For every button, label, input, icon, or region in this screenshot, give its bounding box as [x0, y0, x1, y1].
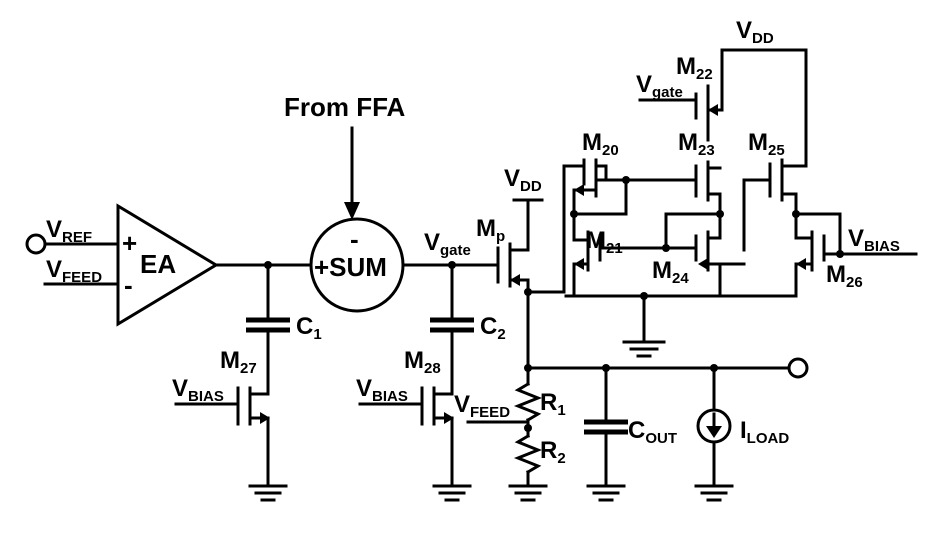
- vref-label: VREF: [46, 216, 92, 246]
- m26-label: M26: [826, 261, 863, 291]
- ea-label: EA: [140, 249, 176, 279]
- ground-m28: [432, 484, 472, 502]
- capacitor-c2: [430, 263, 474, 352]
- ground-r2: [508, 484, 548, 502]
- transistor-m28: [358, 348, 454, 487]
- transistor-m23: [694, 160, 722, 216]
- m25-label: M25: [748, 129, 785, 159]
- m23-label: M23: [678, 129, 715, 159]
- output-terminal: [787, 357, 809, 379]
- transistor-m22: [638, 84, 724, 142]
- c2-label: C2: [480, 313, 506, 343]
- vfeed-node-label: VFEED: [454, 391, 510, 421]
- c1-label: C1: [296, 313, 322, 343]
- mp-label: Mp: [476, 215, 505, 245]
- ea-plus-sign: +: [122, 228, 137, 258]
- vfeed-input-label: VFEED: [46, 256, 102, 286]
- cout-label: COUT: [628, 417, 677, 447]
- vref-input-terminal: [25, 233, 120, 255]
- m22-label: M22: [676, 53, 713, 83]
- transistor-m26: [792, 210, 918, 298]
- ground-iload: [694, 484, 734, 502]
- vgate-label: Vgate: [424, 229, 471, 259]
- ea-minus-sign: -: [124, 270, 133, 300]
- current-source-iload: [696, 366, 732, 487]
- vdd-top-label: VDD: [736, 17, 774, 47]
- transistor-m24: [664, 210, 724, 298]
- ground-m27: [248, 484, 288, 502]
- m24-label: M24: [652, 257, 689, 287]
- sum-label: +SUM: [314, 252, 387, 282]
- resistor-r2: [513, 426, 543, 487]
- m27-label: M27: [220, 347, 257, 377]
- ground-cout: [586, 484, 626, 502]
- resistor-r1: [513, 366, 543, 430]
- ground-bias: [622, 340, 666, 358]
- transistor-mp: [496, 198, 544, 370]
- vgate-m22-label: Vgate: [636, 71, 683, 101]
- r1-label: R1: [540, 389, 566, 419]
- ffa-arrow: [344, 202, 360, 220]
- m20-label: M20: [582, 129, 619, 159]
- transistor-m25: [742, 158, 808, 216]
- m28-label: M28: [404, 347, 441, 377]
- capacitor-cout: [584, 366, 628, 487]
- transistor-m21: [570, 210, 668, 298]
- iload-label: ILOAD: [740, 417, 789, 447]
- vbias-m26-label: VBIAS: [848, 225, 900, 255]
- vbias-m28-label: VBIAS: [356, 375, 408, 405]
- error-amplifier: [116, 203, 219, 327]
- vdd-mp-label: VDD: [504, 165, 542, 195]
- m21-label: M21: [586, 227, 623, 257]
- transistor-m27: [174, 348, 270, 487]
- transistor-m20: [572, 158, 608, 216]
- from-ffa-label: From FFA: [284, 92, 406, 122]
- sum-minus-sign: -: [350, 224, 359, 254]
- r2-label: R2: [540, 437, 566, 467]
- vbias-m27-label: VBIAS: [172, 375, 224, 405]
- capacitor-c1: [246, 263, 290, 352]
